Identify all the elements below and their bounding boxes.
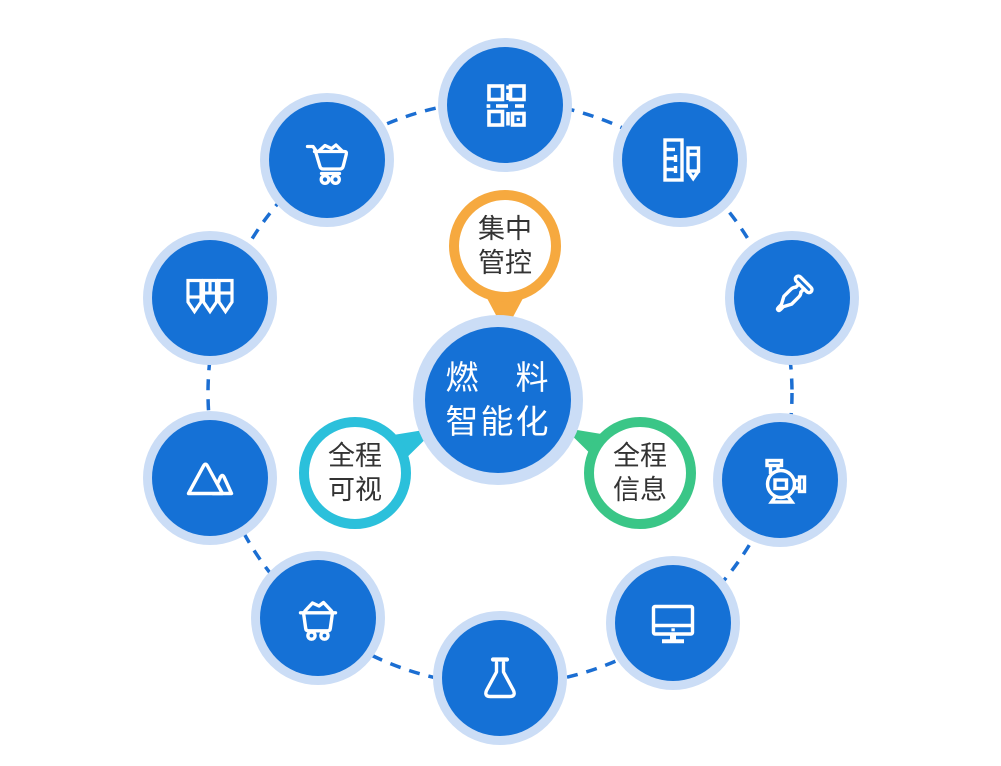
node-monitor (606, 556, 740, 690)
node-shopping-cart (260, 93, 394, 227)
node-notebook-pencil (613, 93, 747, 227)
center-node: 燃 料 智能化 (413, 315, 583, 485)
bubble-right-line2: 信息 (613, 475, 667, 505)
mine-cart-icon (298, 600, 338, 641)
bubble-centralized-control: 集中 管控 (449, 190, 561, 302)
node-mountains (143, 411, 277, 545)
flask-icon (484, 657, 516, 699)
bubble-full-process-info: 全程 信息 (584, 417, 696, 529)
mountains-icon (186, 462, 234, 496)
notebook-pencil-icon (663, 138, 701, 182)
node-qr-code (438, 38, 572, 172)
center-title-line2: 智能化 (445, 403, 551, 440)
dropper-icon (775, 274, 814, 313)
qr-code-icon (486, 84, 526, 127)
node-pump (713, 413, 847, 547)
bubble-top-line2: 管控 (478, 248, 532, 278)
shopping-cart-icon (305, 143, 349, 185)
bubble-full-process-visual: 全程 可视 (299, 417, 411, 529)
node-flask (433, 611, 567, 745)
node-mine-cart (251, 551, 385, 685)
bubble-left-line2: 可视 (328, 475, 382, 505)
sampling-pencils-icon (186, 278, 234, 315)
center-node-circle: 燃 料 智能化 (425, 327, 571, 473)
bubble-right-line1: 全程 (613, 441, 667, 471)
pump-icon (765, 458, 807, 504)
node-dropper (725, 231, 859, 365)
center-title-line1: 燃 料 (445, 359, 551, 396)
bubble-top-line1: 集中 (478, 214, 532, 244)
node-sampling-pencils (143, 231, 277, 365)
monitor-icon (651, 604, 695, 644)
bubble-left-line1: 全程 (328, 441, 382, 471)
